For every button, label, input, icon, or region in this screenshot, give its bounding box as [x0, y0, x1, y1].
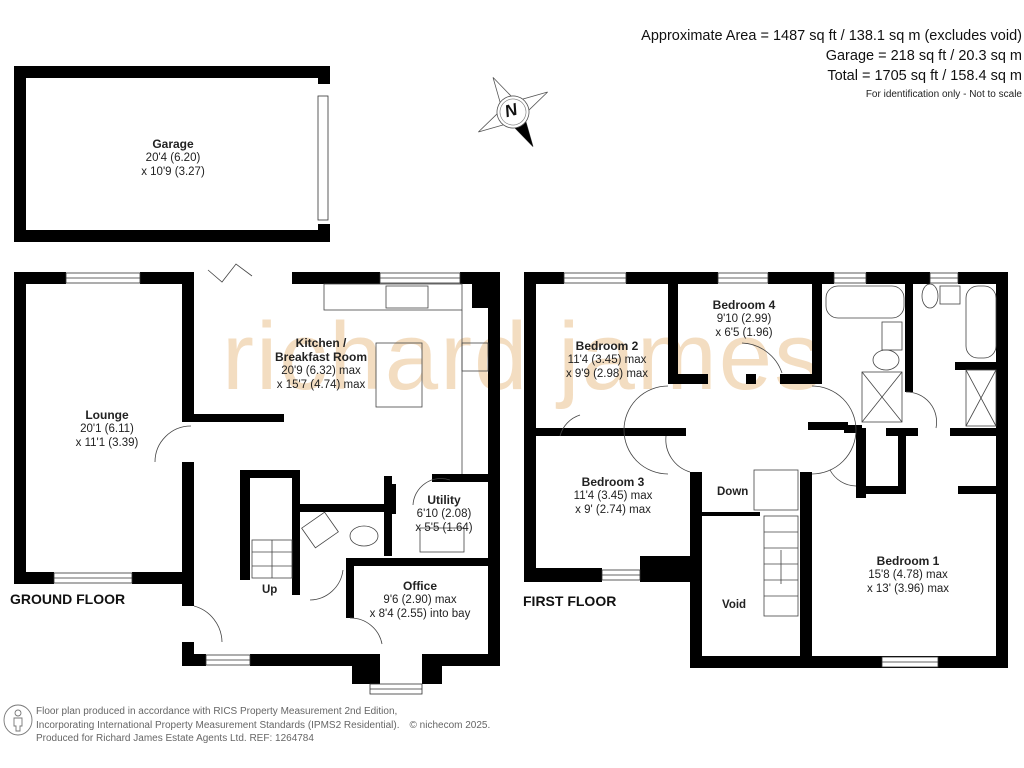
- door-swings: [154, 263, 997, 645]
- garage-walls: [14, 66, 330, 242]
- compass-icon: [478, 77, 548, 147]
- footer-notes: Floor plan produced in accordance with R…: [36, 705, 490, 746]
- first-floor-title: FIRST FLOOR: [523, 593, 617, 609]
- first-floor-walls: [524, 272, 1008, 668]
- copyright-text: © nichecom 2025.: [409, 719, 491, 731]
- garage-area-text: Garage = 218 sq ft / 20.3 sq m: [825, 48, 1022, 64]
- room-label-lounge: Lounge 20'1 (6.11) x 11'1 (3.39): [75, 408, 139, 449]
- footer-line-1: Floor plan produced in accordance with R…: [36, 706, 398, 717]
- ground-floor-title: GROUND FLOOR: [10, 591, 126, 607]
- approx-area-text: Approximate Area = 1487 sq ft / 138.1 sq…: [641, 28, 1022, 44]
- ground-floor-walls: [14, 272, 500, 684]
- room-label-bedroom-2: Bedroom 2 11'4 (3.45) max x 9'9 (2.98) m…: [565, 339, 649, 380]
- room-label-bedroom-4: Bedroom 4 9'10 (2.99) x 6'5 (1.96): [712, 298, 776, 339]
- stairs-up-label: Up: [262, 584, 278, 596]
- void-label: Void: [722, 599, 747, 611]
- room-label-bedroom-1: Bedroom 1 15'8 (4.78) max x 13' (3.96) m…: [866, 554, 950, 595]
- disclaimer-text: For identification only - Not to scale: [865, 89, 1022, 100]
- room-label-utility: Utility 6'10 (2.08) x 5'5 (1.64): [415, 493, 473, 534]
- person-info-icon: [3, 704, 33, 736]
- area-summary: Approximate Area = 1487 sq ft / 138.1 sq…: [641, 26, 1022, 103]
- room-label-garage: Garage 20'4 (6.20) x 10'9 (3.27): [141, 137, 205, 178]
- room-label-kitchen: Kitchen / Breakfast Room 20'9 (6.32) max…: [274, 336, 368, 391]
- watermark: richard james: [222, 303, 825, 410]
- stairs-down-label: Down: [717, 486, 749, 498]
- footer-line-2: Incorporating International Property Mea…: [36, 719, 400, 731]
- windows: [53, 95, 959, 695]
- room-label-office: Office 9'6 (2.90) max x 8'4 (2.55) into …: [369, 579, 471, 620]
- footer-line-3: Produced for Richard James Estate Agents…: [36, 733, 314, 744]
- room-label-bedroom-3: Bedroom 3 11'4 (3.45) max x 9' (2.74) ma…: [573, 475, 653, 516]
- total-area-text: Total = 1705 sq ft / 158.4 sq m: [827, 68, 1022, 84]
